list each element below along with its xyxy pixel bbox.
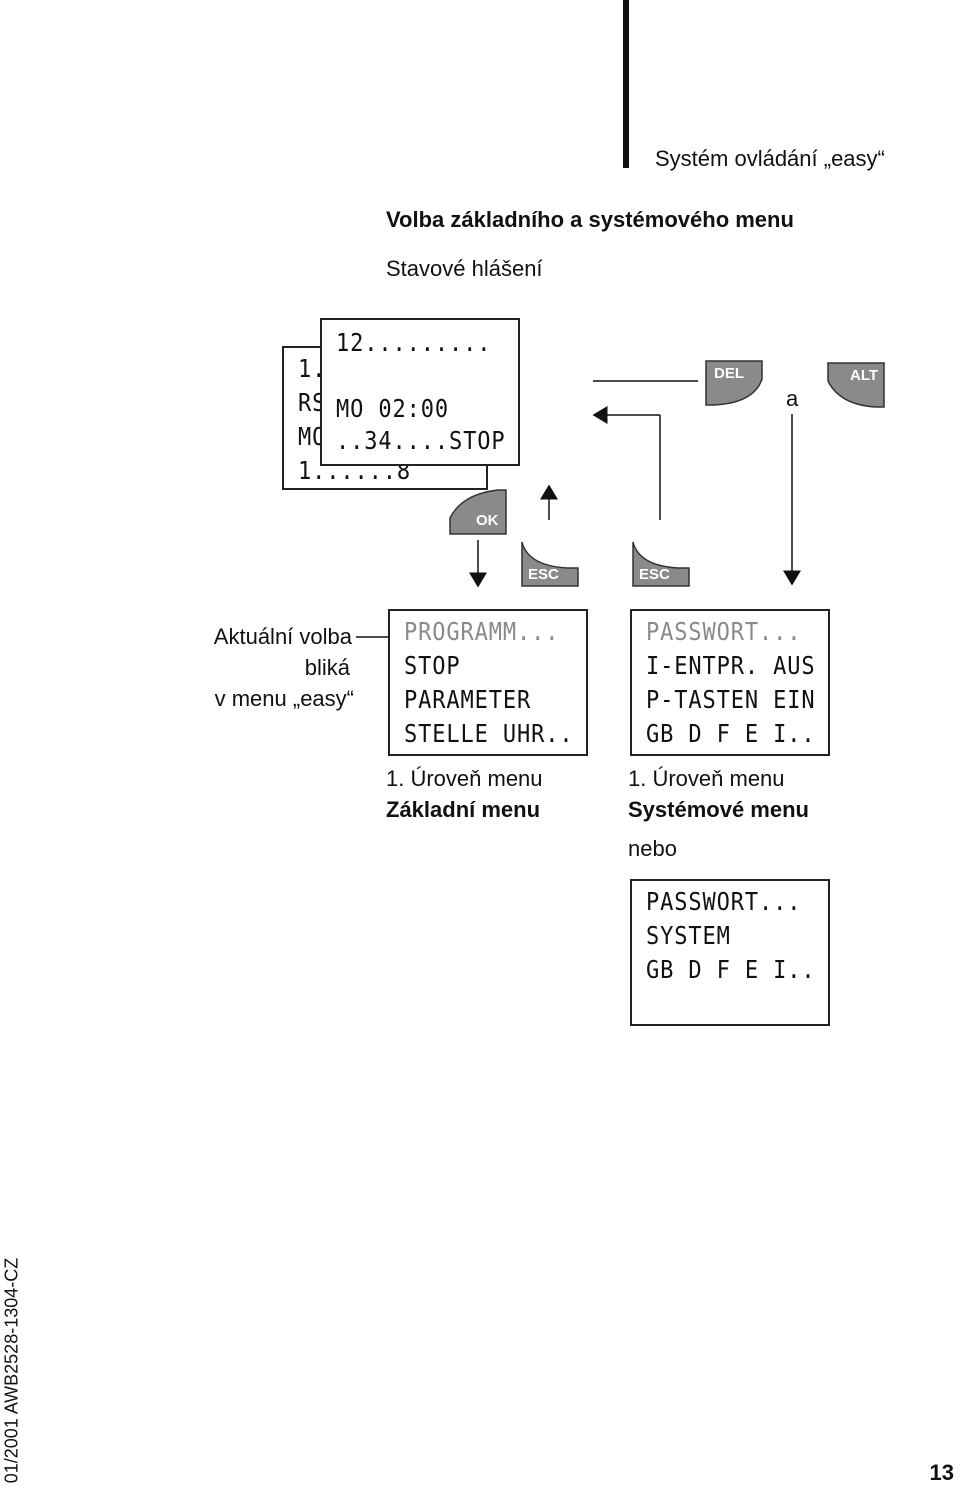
menu-item-stop: STOP — [404, 651, 461, 680]
system-menu-display: PASSWORT... I-ENTPR. AUS P-TASTEN EIN GB… — [630, 609, 830, 756]
system-menu-name: Systémové menu — [628, 797, 809, 822]
status-display-front: 12......... MO 02:00 ..34....STOP — [320, 318, 520, 466]
main-menu-display: PROGRAMM... STOP PARAMETER STELLE UHR.. — [388, 609, 588, 756]
page-heading: Volba základního a systémového menu — [386, 207, 794, 232]
menu-item-programm: PROGRAMM... — [404, 617, 560, 646]
lcd-line: 12......... — [336, 328, 492, 357]
menu-item-p-tasten: P-TASTEN EIN — [646, 685, 816, 714]
menu-item-i-entpr: I-ENTPR. AUS — [646, 651, 816, 680]
menu-item-stelle-uhr: STELLE UHR.. — [404, 719, 574, 748]
menu-item-passwort: PASSWORT... — [646, 887, 802, 916]
subheading: Stavové hlášení — [386, 256, 543, 281]
page-number: 13 — [929, 1460, 954, 1485]
menu-item-parameter: PARAMETER — [404, 685, 532, 714]
section-title: Systém ovládání „easy“ — [655, 146, 885, 171]
lcd-line: ..34....STOP — [336, 426, 506, 455]
del-key[interactable]: DEL — [704, 359, 764, 407]
ok-key[interactable]: OK — [448, 488, 508, 536]
menu-item-language: GB D F E I.. — [646, 719, 816, 748]
lcd-line: MO 02:00 — [336, 394, 450, 423]
menu-item-system: SYSTEM — [646, 921, 731, 950]
esc-key-left[interactable]: ESC — [520, 540, 580, 588]
connector-a: a — [786, 386, 799, 411]
esc-key-right[interactable]: ESC — [631, 540, 691, 588]
document-code: 01/2001 AWB2528-1304-CZ — [1, 1257, 22, 1484]
main-menu-level: 1. Úroveň menu — [386, 766, 543, 791]
header-rule — [623, 0, 629, 168]
menu-item-passwort: PASSWORT... — [646, 617, 802, 646]
system-menu-alt-display: PASSWORT... SYSTEM GB D F E I.. — [630, 879, 830, 1026]
note-line-1: Aktuální volba — [213, 624, 352, 649]
system-menu-level: 1. Úroveň menu — [628, 766, 785, 791]
main-menu-name: Základní menu — [386, 797, 541, 822]
menu-item-language: GB D F E I.. — [646, 955, 816, 984]
alternative-label: nebo — [628, 836, 677, 861]
alt-key[interactable]: ALT — [826, 361, 886, 409]
note-line-3: v menu „easy“ — [214, 686, 354, 711]
note-line-2: bliká — [304, 655, 350, 680]
